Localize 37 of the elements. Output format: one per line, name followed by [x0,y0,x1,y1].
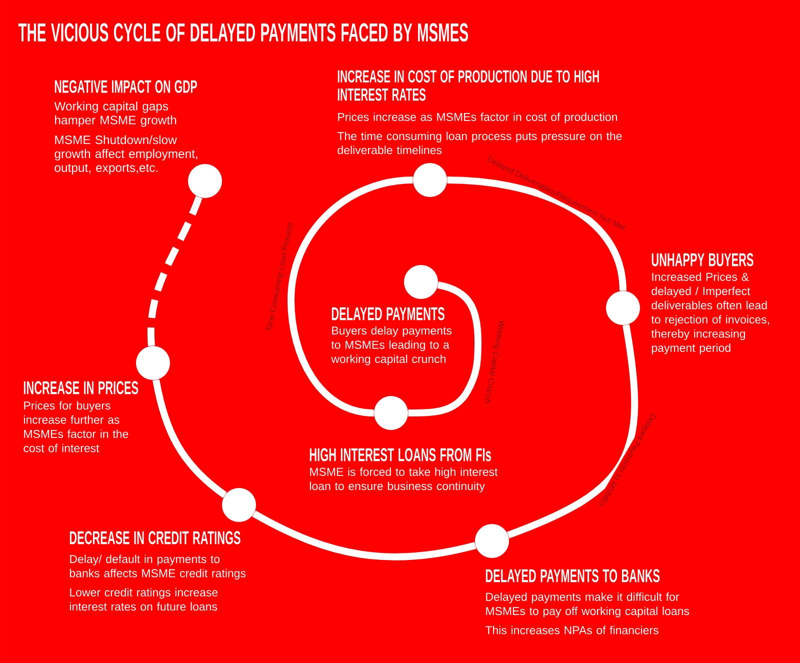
dot [413,163,447,197]
spiral-line [408,282,482,416]
stage-heading: DELAYED PAYMENTS TO BANKS [486,569,660,582]
spiral-line [147,196,202,346]
stage-description: Prices for buyers increase further as MSMEs factor in the cost of interest [24,401,128,452]
stage-description: MSME is forced to take high interest loan to ensure business continuity [310,468,498,492]
spiral-line [506,324,638,538]
stage-description: The time consuming loan process puts pressure on the deliverable timelines [337,132,622,154]
title: THE VICIOUS CYCLE OF DELAYED PAYMENTS FACED BY MSMES [18,23,468,42]
stage-description: This increases NPAs of financiers [485,626,658,634]
stage-description: Lower credit ratings increase interest rates on future loans [70,588,218,611]
dot [606,291,640,325]
stage-heading: UNHAPPY BUYERS [652,253,754,266]
stage-description: Buyers delay payments to MSMEs leading to a working capital crunch [331,326,452,366]
stage-heading: HIGH INTEREST LOANS FROM FIs [310,448,491,462]
dot [188,164,222,198]
dot [136,346,170,380]
stage-heading: INCREASE IN COST OF PRODUCTION DUE TO HIGH INTEREST RATES [338,70,599,101]
stage-description: Working capital gaps hamper MSME growth [54,102,176,127]
stage-description: MSME Shutdown/slow growth affect employment, output, exports,etc. [54,135,198,174]
stage-heading: DELAYED PAYMENTS [332,307,444,320]
stage-description: Delay/ default in payments to banks affects MSME credit ratings [70,554,246,580]
dot [222,488,256,522]
stage-heading: INCREASE IN PRICES [24,381,138,394]
dot [475,524,509,558]
spiral-line [152,379,228,498]
stage-heading: DECREASE IN CREDIT RATINGS [70,531,240,544]
edge-label: Working Capital Crunch [482,318,506,406]
spiral-line [447,176,626,292]
dot [404,264,438,299]
stage-description: Increased Prices & delayed / Imperfect deliverables often lead to rejection of invoices, thereby increasing payment period [651,272,770,354]
stage-heading: NEGATIVE IMPACT ON GDP [54,80,197,93]
stage-description: Prices increase as MSMEs factor in cost of production [338,112,617,124]
spiral-line [252,510,476,560]
spiral-line [288,176,414,416]
dot [374,396,408,430]
stage-description: Delayed payments make it difficult for MSMEs to pay off working capital loans [486,592,690,618]
